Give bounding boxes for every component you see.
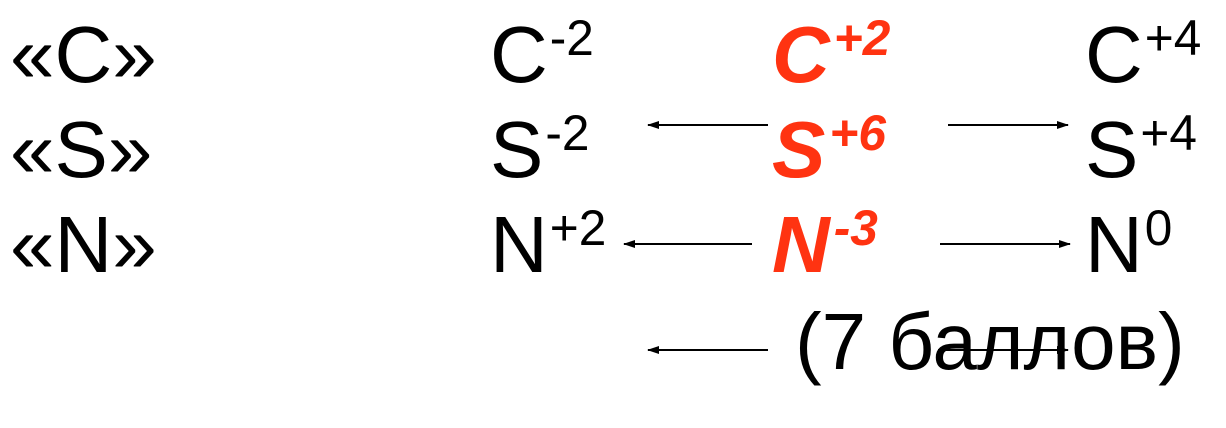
element-symbol: S: [490, 105, 544, 194]
nitrogen-left: N+2: [490, 203, 606, 285]
carbon-right: C+4: [1085, 13, 1201, 95]
element-symbol: C: [1085, 10, 1143, 99]
element-symbol: S: [772, 105, 826, 194]
oxidation-state: +2: [549, 199, 607, 256]
score-footer: (7 баллов): [795, 297, 1185, 386]
oxidation-state: +4: [1140, 104, 1197, 161]
nitrogen-right: N0: [1085, 203, 1172, 285]
element-symbol: N: [772, 200, 830, 289]
oxidation-state: +2: [833, 9, 891, 66]
element-symbol: C: [772, 10, 830, 99]
nitrogen-center: N-3: [772, 203, 878, 285]
oxidation-state: +6: [829, 104, 886, 161]
row-label-nitrogen: «N»: [10, 200, 157, 289]
element-symbol: N: [1085, 200, 1143, 289]
oxidation-state: 0: [1144, 199, 1173, 256]
element-symbol: S: [1085, 105, 1139, 194]
carbon-left: C-2: [490, 13, 594, 95]
oxidation-state: -3: [833, 199, 878, 256]
element-symbol: C: [490, 10, 548, 99]
carbon-center: C+2: [772, 13, 890, 95]
oxidation-state: -2: [549, 9, 594, 66]
oxidation-state: -2: [545, 104, 590, 161]
sulfur-center: S+6: [772, 108, 886, 190]
element-symbol: N: [490, 200, 548, 289]
row-label-carbon: «C»: [10, 10, 157, 99]
sulfur-right: S+4: [1085, 108, 1197, 190]
sulfur-left: S-2: [490, 108, 589, 190]
row-label-sulfur: «S»: [10, 105, 153, 194]
oxidation-state: +4: [1144, 9, 1202, 66]
